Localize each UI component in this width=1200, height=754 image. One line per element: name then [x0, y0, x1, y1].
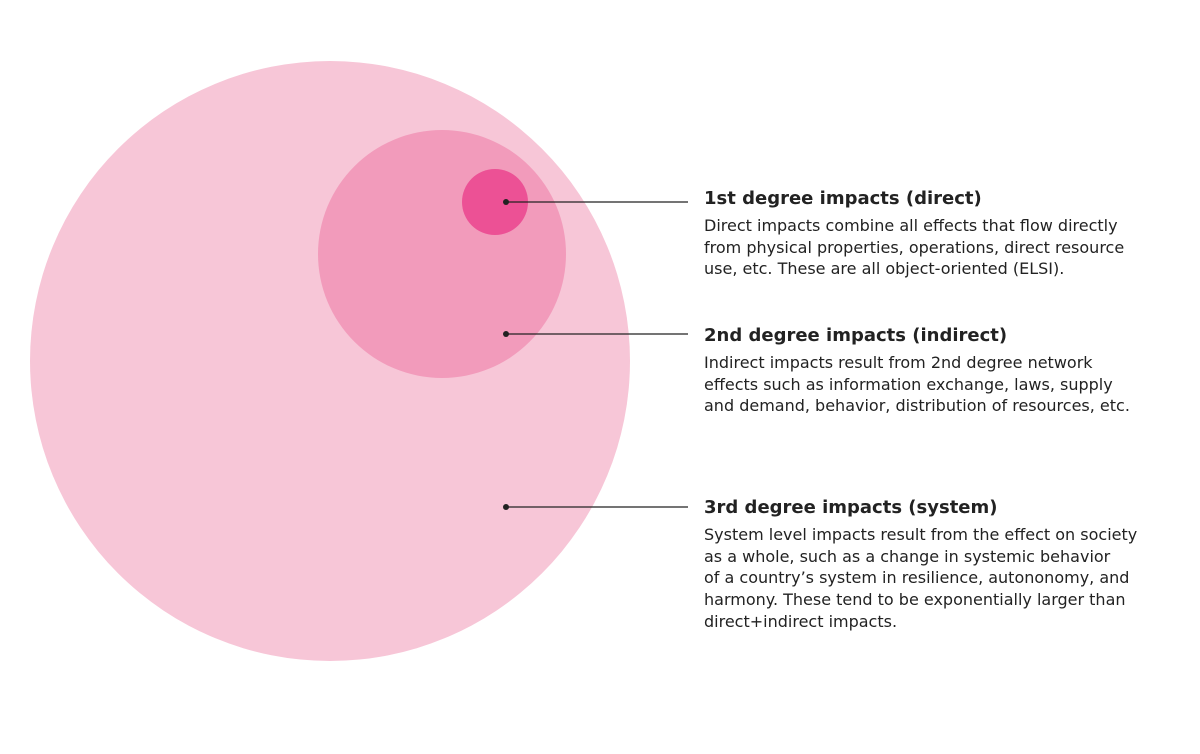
- system-impacts-text-line: harmony. These tend to be exponentially …: [704, 590, 1126, 610]
- system-impacts-circle: [30, 61, 630, 661]
- leader-line-direct: [503, 199, 688, 205]
- direct-impacts-text-line: Direct impacts combine all effects that …: [704, 216, 1118, 235]
- indirect-impacts-title: 2nd degree impacts (indirect): [704, 325, 1008, 346]
- indirect-impacts-text-line: and demand, behavior, distribution of re…: [704, 396, 1130, 416]
- leader-line-indirect: [503, 331, 688, 337]
- direct-impacts-text-line: from physical properties, operations, di…: [704, 237, 1125, 257]
- indirect-impacts-block: 2nd degree impacts (indirect) Indirect i…: [704, 325, 1130, 417]
- direct-impacts-text-line: use, etc. These are all object-oriented …: [704, 259, 1065, 279]
- system-impacts-text-line: direct+indirect impacts.: [704, 611, 898, 631]
- system-impacts-text-line: of a country’s system in resilience, aut…: [704, 568, 1130, 588]
- system-impacts-title: 3rd degree impacts (system): [704, 497, 998, 518]
- indirect-impacts-text-line: effects such as information exchange, la…: [704, 374, 1113, 394]
- direct-impacts-title: 1st degree impacts (direct): [704, 188, 982, 209]
- system-impacts-text-line: System level impacts result from the eff…: [704, 525, 1138, 544]
- system-impacts-block: 3rd degree impacts (system) System level…: [704, 497, 1137, 633]
- direct-impacts-circle: [462, 169, 528, 235]
- system-impacts-text-line: as a whole, such as a change in systemic…: [704, 546, 1111, 566]
- indirect-impacts-circle: [318, 130, 566, 378]
- leader-line-system: [503, 504, 688, 510]
- indirect-impacts-text-line: Indirect impacts result from 2nd degree …: [704, 353, 1093, 372]
- direct-impacts-block: 1st degree impacts (direct) Direct impac…: [704, 188, 1124, 280]
